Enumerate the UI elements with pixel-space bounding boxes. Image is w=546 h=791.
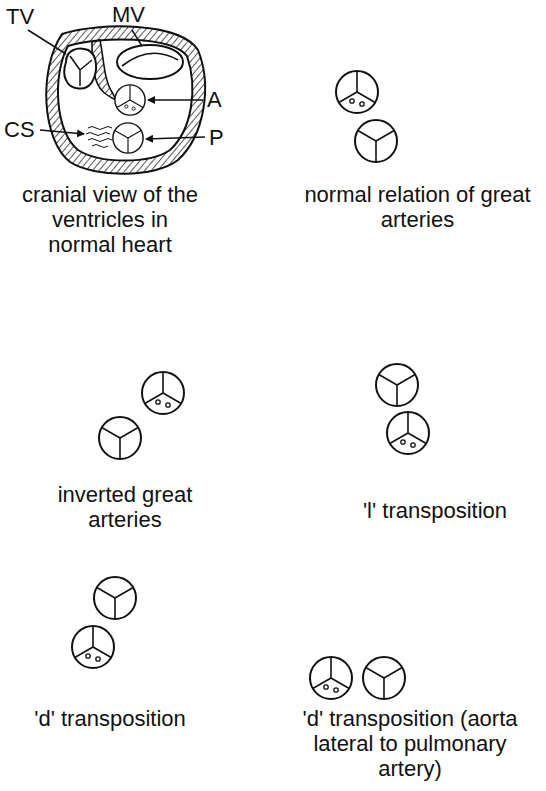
tricuspid-valve [64,49,96,89]
part-label: CS [4,117,35,142]
mitral-valve [117,45,183,79]
leader-lines [28,30,205,139]
caption: normal relation of great arteries [300,182,535,232]
ventricular-wall [46,26,205,173]
part-label: MV [112,2,145,27]
caption: cranial view of the ventricles in normal… [20,182,200,257]
part-label: A [207,87,222,112]
aortic-valve [336,71,378,113]
aortic-valve [72,626,114,668]
pulmonary-valve [99,417,141,459]
caption: 'l' transposition [335,498,535,523]
aortic-valve [387,412,429,454]
aortic-valve [310,657,352,699]
pulmonary-valve [376,364,418,406]
coronary-sinus [86,127,112,148]
caption: 'd' transposition [10,706,210,731]
caption: inverted great arteries [40,482,210,532]
aortic-valve [142,372,184,414]
pulmonary-valve [355,120,397,162]
part-label: P [209,125,224,150]
pulmonary-valve [113,123,143,153]
pulmonary-valve [94,577,136,619]
pulmonary-valve [363,657,405,699]
aortic-valve [115,85,145,115]
caption: 'd' transposition (aorta lateral to pulm… [300,706,520,781]
part-label: TV [6,4,34,29]
